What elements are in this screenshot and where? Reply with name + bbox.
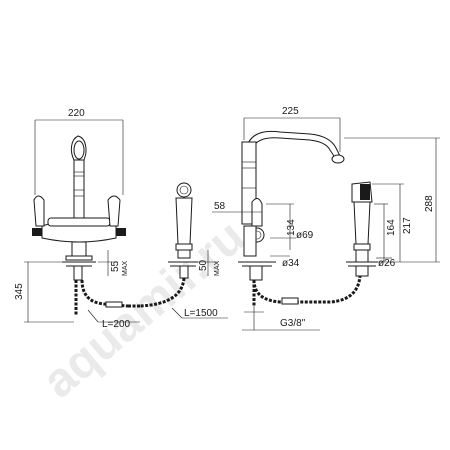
dim-164: 164	[386, 219, 397, 236]
dim-288: 288	[424, 195, 435, 212]
dim-345: 345	[14, 283, 25, 300]
right-dimensions: 225 58 134 ø69 ø34	[212, 106, 341, 269]
hand-spray-view	[139, 182, 198, 308]
dim-58: 58	[214, 201, 226, 212]
thread-label: G3/8"	[280, 318, 306, 329]
hose-label-200: L=200	[102, 319, 131, 330]
dim-134: 134	[286, 219, 297, 236]
spray-dimensions: 50 MAX L=1500	[171, 250, 228, 319]
dim-34: ø34	[282, 258, 300, 269]
left-hoses: L=200	[74, 279, 140, 330]
hose-label-1500: L=1500	[184, 308, 218, 319]
dim-26: ø26	[378, 258, 396, 269]
dim-50: 50	[198, 259, 209, 271]
right-hoses: G3/8"	[242, 275, 362, 331]
dim-217: 217	[402, 217, 413, 234]
dim-69: ø69	[296, 230, 314, 241]
side-spray-dimensions: 217 164 288 ø26	[344, 137, 440, 269]
max-label-1: MAX	[122, 261, 129, 277]
dim-55: 55	[110, 260, 121, 272]
left-dimensions: 220 345 55 MAX	[14, 108, 129, 323]
dim-225: 225	[282, 106, 299, 117]
max-label-2: MAX	[214, 261, 221, 277]
bridge-faucet-side-view	[238, 130, 345, 281]
bridge-faucet-front-view	[32, 135, 126, 281]
side-spray-view	[346, 181, 378, 277]
dim-220: 220	[68, 108, 85, 119]
